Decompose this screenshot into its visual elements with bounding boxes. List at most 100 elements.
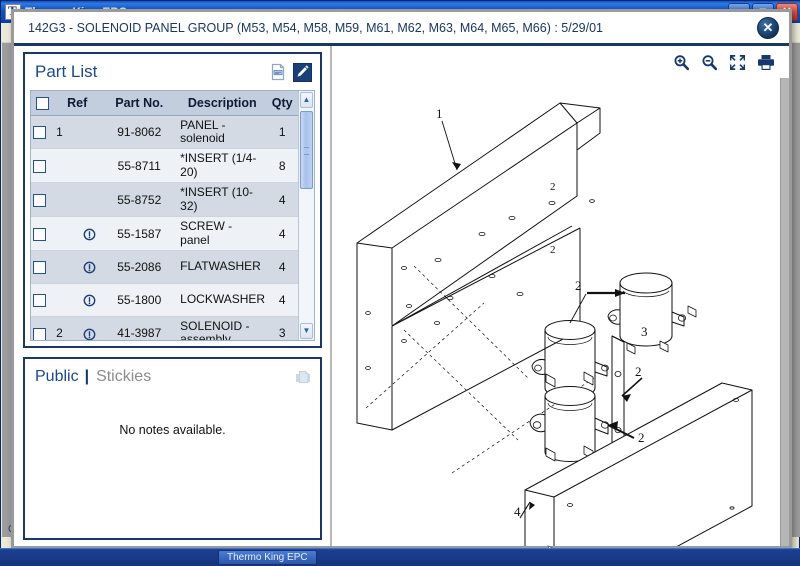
- taskbar-item-thermo-king-epc[interactable]: Thermo King EPC: [218, 550, 317, 565]
- page-title: 142G3 - SOLENOID PANEL GROUP (M53, M54, …: [28, 20, 603, 35]
- callout-2c: 2: [638, 430, 645, 445]
- part-list-actions: [269, 62, 312, 82]
- technical-drawing-canvas[interactable]: 1 2 2 2 3 4 5 2 2: [332, 78, 789, 546]
- part-list-scrollbar[interactable]: ▲ ▼: [298, 91, 314, 340]
- cell-part-no: 55-1800: [100, 283, 179, 317]
- row-checkbox[interactable]: [33, 294, 46, 308]
- callout-1: 1: [436, 106, 443, 121]
- row-checkbox[interactable]: [33, 159, 46, 173]
- row-checkbox-cell[interactable]: [31, 250, 55, 284]
- part-list-header: Part List: [25, 54, 320, 90]
- scroll-up-button[interactable]: ▲: [300, 92, 313, 108]
- drawing-vertical-scrollbar[interactable]: [780, 78, 789, 546]
- cell-flag-icon: [79, 250, 101, 284]
- cell-qty: 3: [266, 316, 298, 340]
- scroll-down-button[interactable]: ▼: [300, 323, 313, 339]
- cell-description: *INSERT (1/4-20): [178, 148, 267, 184]
- dialog-close-button[interactable]: ✕: [757, 16, 779, 39]
- column-header-description[interactable]: Description: [178, 91, 267, 116]
- column-header-part-no[interactable]: Part No.: [100, 91, 179, 116]
- cell-qty: 4: [266, 216, 298, 251]
- scrollbar-track[interactable]: [300, 109, 313, 322]
- row-checkbox-cell[interactable]: [31, 283, 55, 317]
- callout-2b: 2: [635, 364, 642, 379]
- row-checkbox-cell[interactable]: [31, 316, 55, 340]
- cell-description: *INSERT (10-32): [178, 182, 267, 218]
- info-warning-icon[interactable]: [83, 326, 96, 340]
- cell-ref: [54, 216, 80, 251]
- cell-qty: 4: [266, 182, 298, 218]
- note-page-icon: [294, 368, 312, 386]
- row-checkbox-cell[interactable]: [31, 182, 55, 218]
- tab-stickies[interactable]: Stickies: [96, 368, 152, 385]
- part-list-panel: Part List: [23, 52, 322, 348]
- select-all-header[interactable]: [31, 91, 55, 116]
- zoom-out-icon[interactable]: [701, 54, 718, 71]
- row-checkbox-cell[interactable]: [31, 216, 55, 251]
- row-checkbox-cell[interactable]: [31, 115, 55, 150]
- row-checkbox[interactable]: [33, 126, 46, 140]
- part-list-title: Part List: [35, 62, 98, 81]
- cell-flag-icon: [79, 115, 101, 150]
- fit-to-screen-icon[interactable]: [729, 54, 746, 71]
- notes-body: No notes available.: [25, 395, 320, 538]
- notes-empty-message: No notes available.: [119, 423, 226, 437]
- dialog-titlebar: 142G3 - SOLENOID PANEL GROUP (M53, M54, …: [14, 12, 789, 46]
- cell-description: PANEL - solenoid: [178, 115, 267, 150]
- scrollbar-thumb[interactable]: [300, 111, 313, 189]
- cell-qty: 8: [266, 148, 298, 184]
- table-row[interactable]: 55-8752*INSERT (10-32)4: [31, 182, 298, 218]
- print-page-icon[interactable]: [269, 63, 287, 81]
- cell-description: LOCKWASHER: [178, 283, 267, 317]
- pencil-edit-icon[interactable]: [293, 62, 312, 82]
- cell-part-no: 55-8752: [100, 182, 179, 218]
- info-warning-icon[interactable]: [83, 226, 96, 241]
- row-checkbox[interactable]: [33, 261, 46, 275]
- cell-ref: 2: [54, 316, 80, 340]
- row-checkbox[interactable]: [33, 193, 46, 207]
- info-warning-icon[interactable]: [83, 260, 96, 274]
- part-group-dialog: 142G3 - SOLENOID PANEL GROUP (M53, M54, …: [11, 9, 792, 549]
- notes-panel-actions: [294, 368, 312, 386]
- cell-flag-icon: [79, 148, 101, 184]
- column-header-qty[interactable]: Qty: [266, 91, 298, 116]
- cell-ref: [54, 148, 80, 184]
- select-all-checkbox[interactable]: [36, 96, 50, 110]
- cell-description: SCREW - panel: [178, 216, 267, 251]
- table-header-row: Ref Part No. Description Qty: [31, 91, 298, 116]
- column-header-ref[interactable]: Ref: [54, 91, 101, 116]
- printer-icon[interactable]: [757, 54, 775, 71]
- row-checkbox-cell[interactable]: [31, 148, 55, 184]
- table-row[interactable]: 55-8711*INSERT (1/4-20)8: [31, 148, 298, 184]
- row-checkbox[interactable]: [33, 227, 46, 241]
- taskbar: Thermo King EPC: [0, 548, 800, 566]
- zoom-in-icon[interactable]: [673, 54, 690, 71]
- callout-2a: 2: [575, 278, 582, 293]
- cell-flag-icon: [79, 283, 101, 317]
- chevron-down-icon: ▼: [302, 326, 311, 335]
- info-warning-icon[interactable]: [83, 293, 96, 307]
- callout-small-b: 2: [550, 244, 556, 256]
- callout-4: 4: [514, 504, 521, 519]
- left-column: Part List: [14, 46, 332, 546]
- callout-small-a: 2: [550, 181, 556, 193]
- chevron-up-icon: ▲: [302, 95, 311, 104]
- close-icon: ✕: [762, 20, 774, 35]
- cell-ref: 1: [54, 115, 80, 150]
- tab-separator: |: [84, 368, 90, 385]
- cell-ref: [54, 182, 80, 218]
- row-checkbox[interactable]: [33, 327, 46, 340]
- cell-qty: 4: [266, 283, 298, 317]
- tab-public[interactable]: Public: [35, 368, 79, 385]
- notes-panel: Public | Stickies: [23, 357, 322, 540]
- cell-part-no: 55-2086: [100, 250, 179, 284]
